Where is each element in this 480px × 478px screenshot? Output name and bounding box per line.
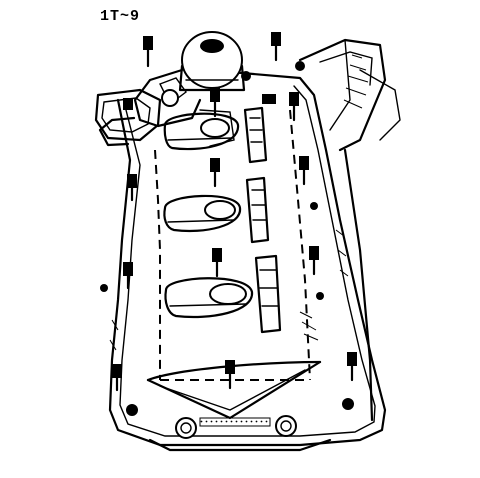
- shading-marks: [109, 229, 349, 351]
- bolt: [212, 248, 222, 278]
- bolt: [126, 404, 138, 416]
- inner-dashed-outline: [154, 109, 311, 381]
- bolt: [310, 202, 318, 210]
- port-opening-2: [163, 194, 242, 233]
- bolt: [289, 92, 299, 122]
- port-opening-1: [163, 112, 240, 151]
- bolt: [123, 262, 133, 290]
- bolts: [100, 32, 357, 416]
- bolt: [112, 364, 122, 392]
- bolt: [210, 158, 220, 188]
- figure-corner-mark: 1T~9: [100, 8, 141, 25]
- bolt: [100, 284, 108, 292]
- bolt: [309, 246, 319, 276]
- outer-housing: [94, 70, 387, 447]
- bottom-bosses: [148, 415, 332, 452]
- bolt: [123, 98, 133, 110]
- bolt: [295, 61, 305, 71]
- bolt: [271, 32, 281, 62]
- port-openings: [163, 112, 254, 319]
- bolt: [127, 174, 137, 202]
- side-components: [243, 94, 282, 334]
- bolt: [241, 71, 251, 81]
- bolt: [342, 398, 354, 410]
- filler-cap: [178, 31, 246, 92]
- bolt: [299, 156, 309, 186]
- bolt: [225, 360, 235, 390]
- bolt: [316, 292, 324, 300]
- bolt: [143, 36, 153, 68]
- port-opening-3: [164, 277, 254, 319]
- bolt: [210, 88, 220, 118]
- bolt: [347, 352, 357, 382]
